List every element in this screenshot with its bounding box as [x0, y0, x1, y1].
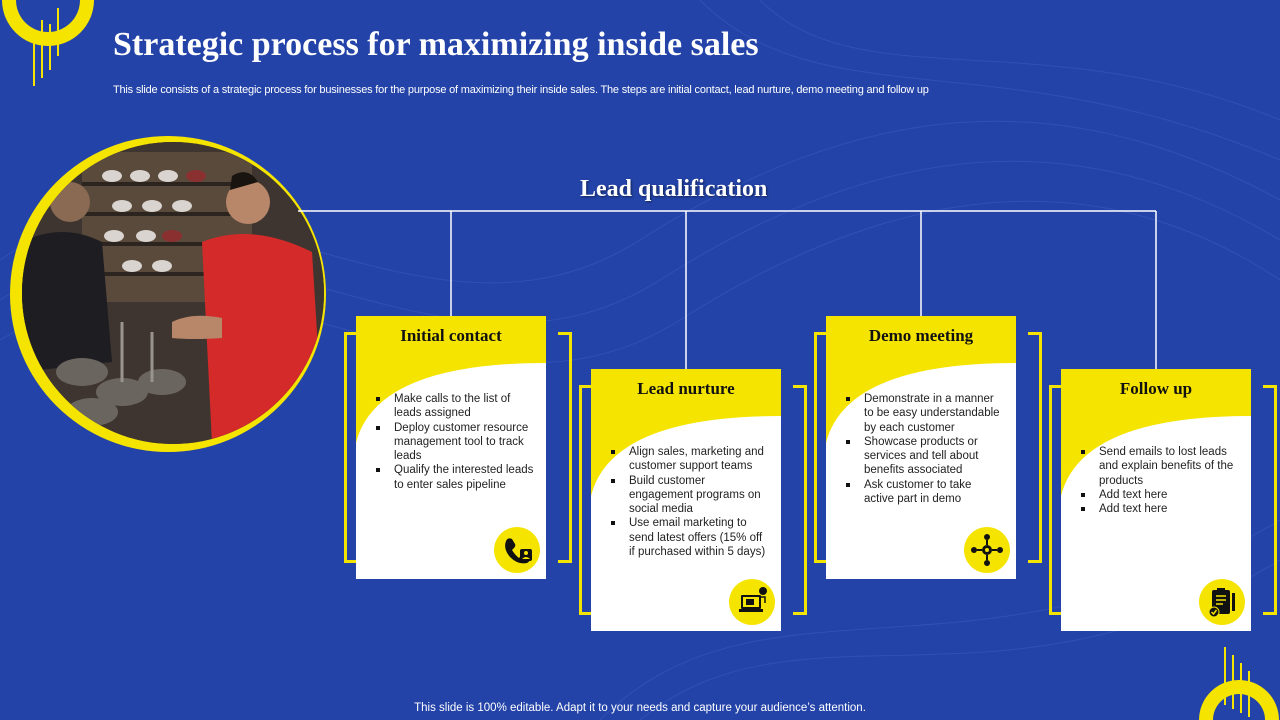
step-title: Follow up — [1119, 379, 1193, 398]
slide-footer: This slide is 100% editable. Adapt it to… — [414, 702, 866, 714]
step-title: Demo meeting — [868, 326, 974, 345]
card-header-curve — [591, 406, 781, 496]
card-body: Initial contact Make calls to the list o… — [356, 316, 546, 579]
card-body: Demo meeting Demonstrate in a manner to … — [826, 316, 1016, 579]
step-card-lead-nurture: Lead nurture Align sales, marketing and … — [579, 369, 807, 631]
corner-decoration-top-left — [2, 0, 94, 86]
card-body: Lead nurture Align sales, marketing and … — [591, 369, 781, 631]
card-header-curve — [356, 353, 546, 443]
corner-decoration-bottom-right — [1199, 647, 1279, 720]
card-bracket-left — [814, 332, 828, 563]
card-bracket-left — [344, 332, 358, 563]
salesperson-photo — [22, 142, 324, 444]
card-bracket-right — [1028, 332, 1042, 563]
bullet-item: Showcase products or services and tell a… — [844, 435, 1004, 478]
bullet-item: Align sales, marketing and customer supp… — [609, 445, 769, 474]
bullet-item: Build customer engagement programs on so… — [609, 474, 769, 517]
step-bullets: Make calls to the list of leads assigned… — [374, 392, 534, 492]
card-header-curve — [1061, 406, 1251, 496]
card-bracket-right — [1263, 385, 1277, 615]
bullet-item: Qualify the interested leads to enter sa… — [374, 463, 534, 492]
bullet-item: Add text here — [1079, 488, 1239, 502]
step-card-demo-meeting: Demo meeting Demonstrate in a manner to … — [814, 316, 1042, 579]
meeting-network-icon — [964, 527, 1010, 573]
card-header — [356, 316, 546, 354]
card-bracket-right — [793, 385, 807, 615]
bullet-item: Send emails to lost leads and explain be… — [1079, 445, 1239, 488]
step-bullets: Demonstrate in a manner to be easy under… — [844, 392, 1004, 506]
bullet-item: Ask customer to take active part in demo — [844, 478, 1004, 507]
step-title: Initial contact — [400, 326, 502, 345]
clipboard-check-icon — [1199, 579, 1245, 625]
step-bullets: Align sales, marketing and customer supp… — [609, 445, 769, 559]
bullet-item: Make calls to the list of leads assigned — [374, 392, 534, 421]
card-header-curve — [826, 353, 1016, 443]
bullet-item: Use email marketing to send latest offer… — [609, 516, 769, 559]
phone-contact-icon — [494, 527, 540, 573]
card-header — [826, 316, 1016, 354]
card-bracket-left — [1049, 385, 1063, 615]
slide-subtitle: This slide consists of a strategic proce… — [113, 84, 929, 96]
card-body: Follow up Send emails to lost leads and … — [1061, 369, 1251, 631]
slide-title: Strategic process for maximizing inside … — [113, 26, 759, 63]
step-title: Lead nurture — [637, 379, 735, 398]
lead-qualification-title: Lead qualification — [580, 176, 768, 202]
bullet-item: Add text here — [1079, 502, 1239, 516]
step-card-follow-up: Follow up Send emails to lost leads and … — [1049, 369, 1277, 631]
card-bracket-right — [558, 332, 572, 563]
laptop-email-icon — [729, 579, 775, 625]
card-header — [1061, 369, 1251, 407]
card-header — [591, 369, 781, 407]
bullet-item: Deploy customer resource management tool… — [374, 421, 534, 464]
step-bullets: Send emails to lost leads and explain be… — [1079, 445, 1239, 516]
card-bracket-left — [579, 385, 593, 615]
bullet-item: Demonstrate in a manner to be easy under… — [844, 392, 1004, 435]
step-card-initial-contact: Initial contact Make calls to the list o… — [344, 316, 572, 579]
